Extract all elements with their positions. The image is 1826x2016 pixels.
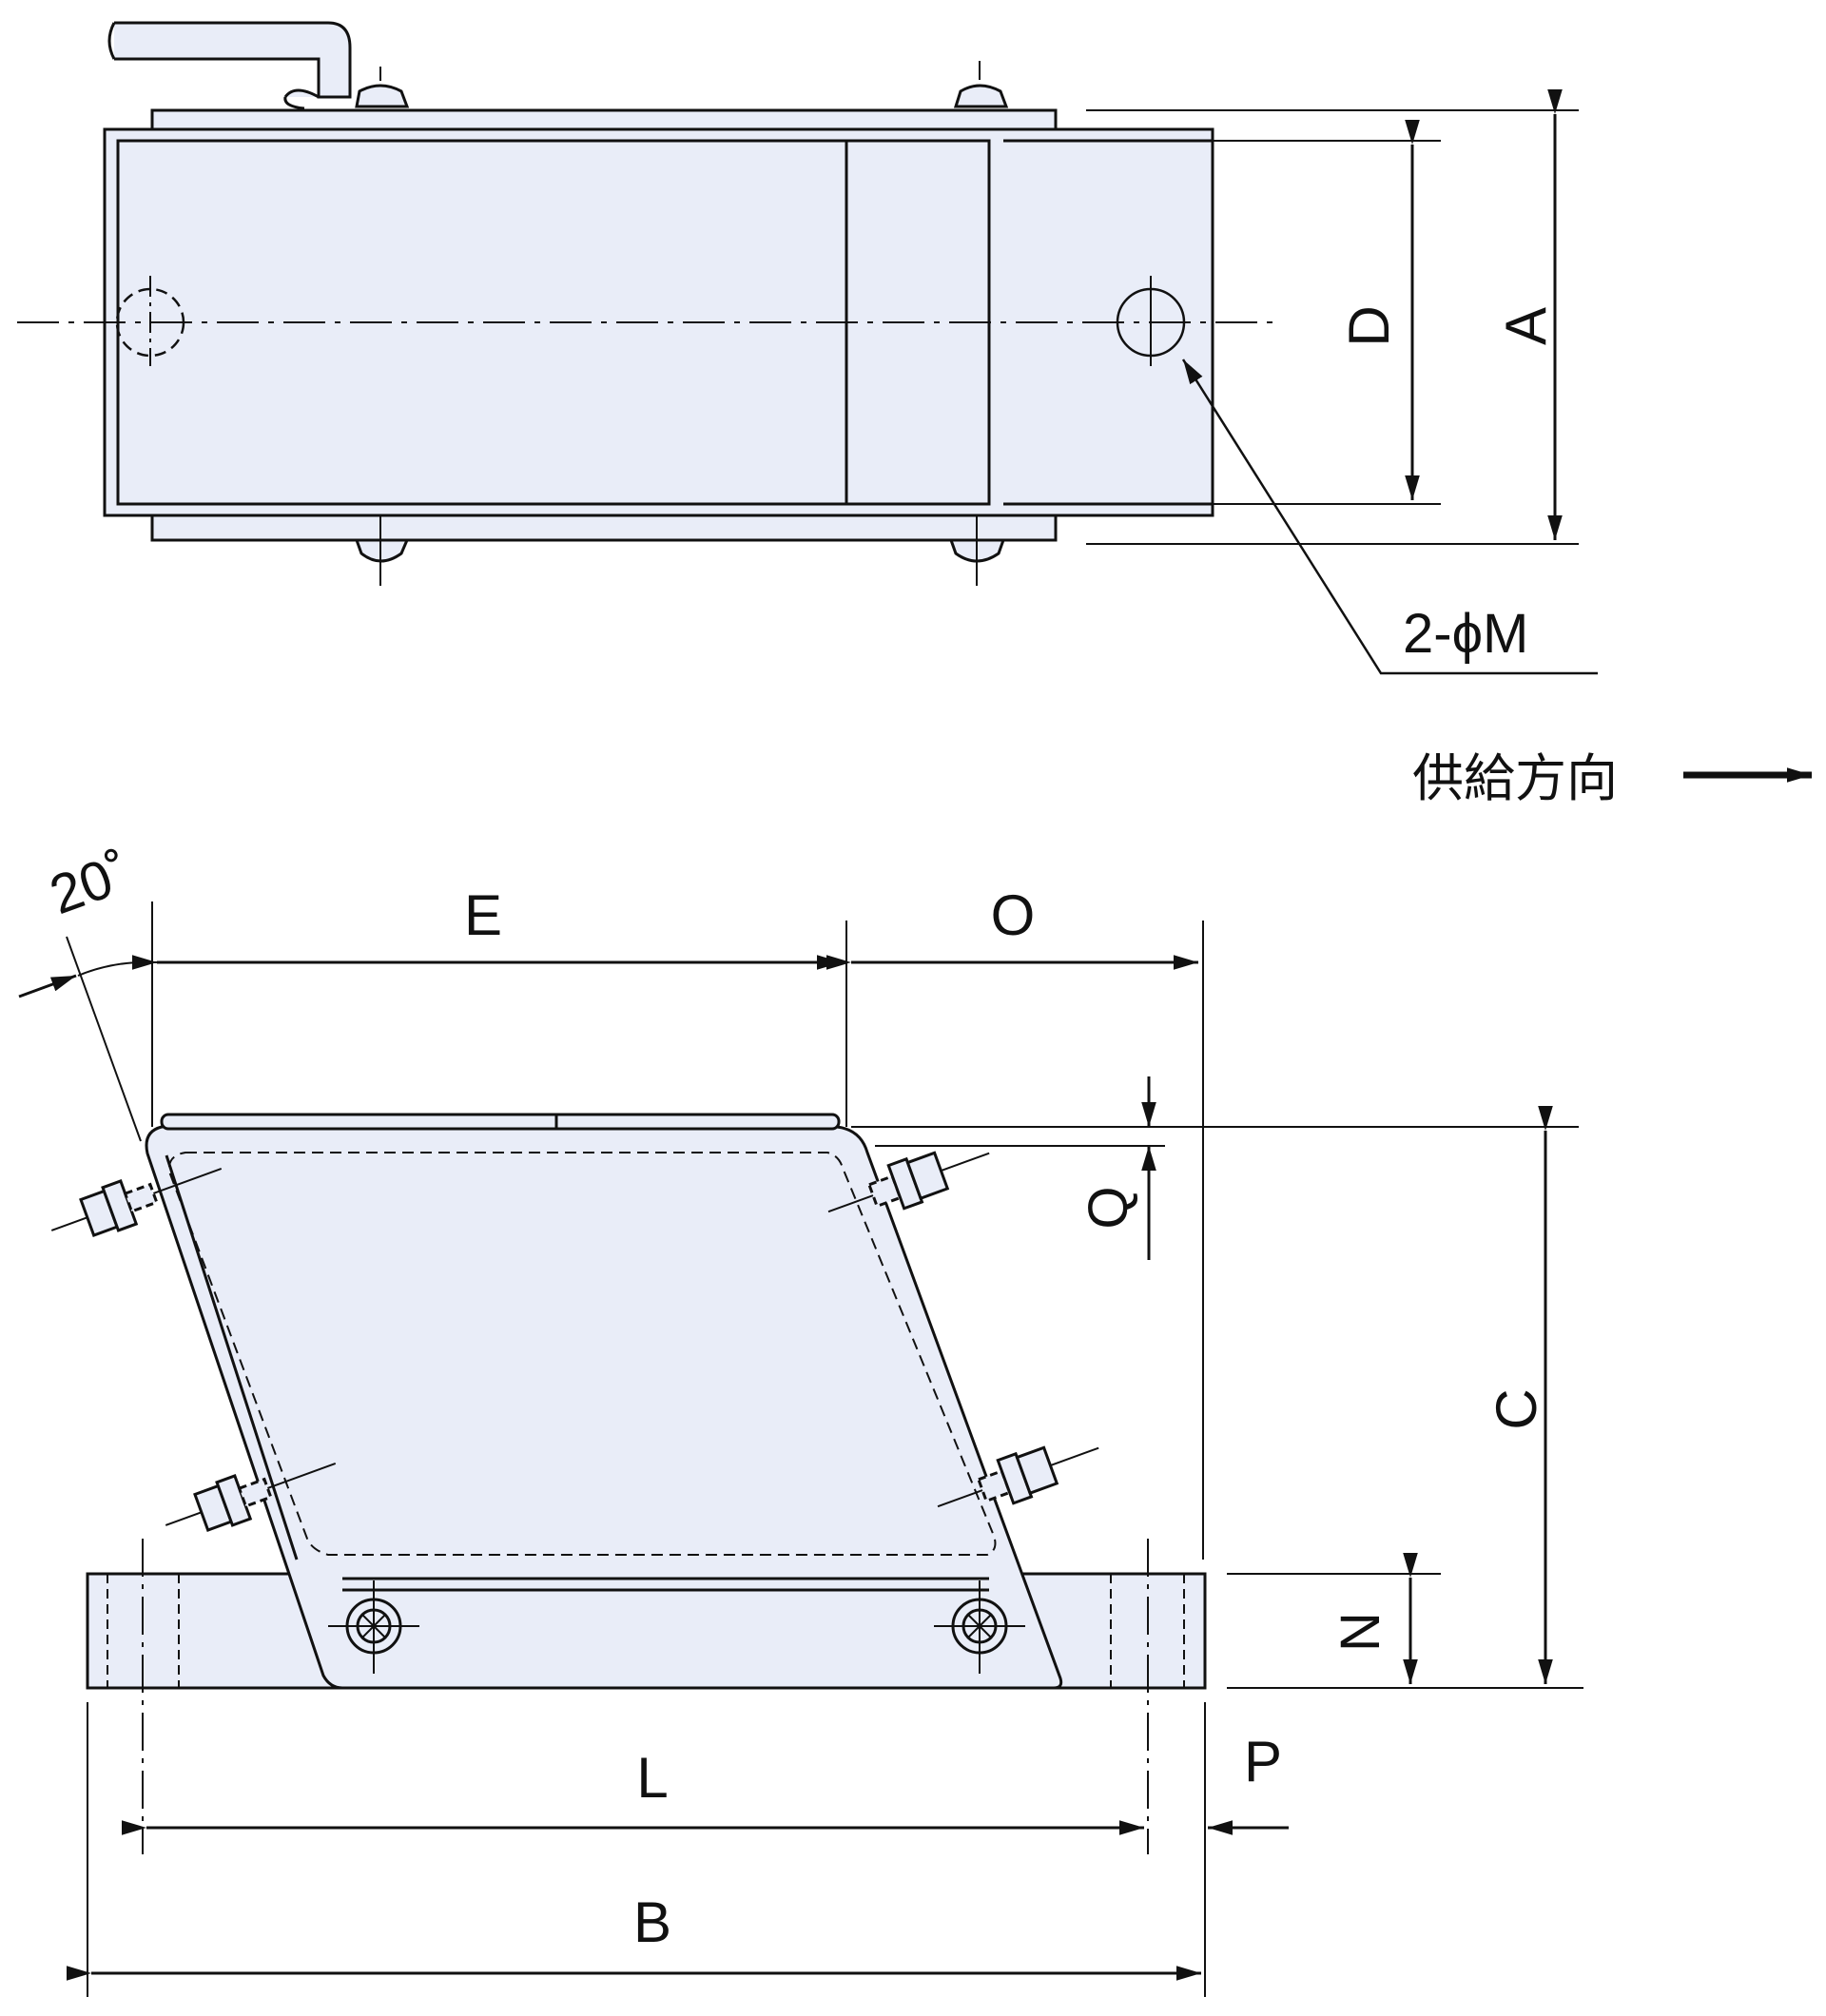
cable [114,21,352,99]
inclined-body [145,1125,1063,1690]
lower-rail [150,514,1058,542]
label-C: C [1485,1388,1548,1429]
label-L: L [636,1746,668,1810]
bolt-left-lower [165,1463,337,1532]
bolt-left-upper [50,1168,223,1237]
label-N: N [1330,1612,1391,1652]
bolt-right-upper [827,1151,990,1213]
label-Q: Q [1078,1186,1139,1229]
label-E: E [464,883,502,947]
label-D: D [1337,305,1401,346]
angle-arc [77,960,158,977]
side-view-dimensions [18,901,1583,1997]
feed-direction-label: 供給方向 [1412,748,1618,808]
label-B: B [633,1890,671,1954]
label-angle: 20˚ [42,841,138,926]
top-view-dimensions [1008,89,1598,675]
anchor-hole-left [328,1580,419,1674]
anchor-hole-right [934,1580,1025,1674]
leader-M [1181,359,1598,675]
label-A: A [1494,307,1558,345]
label-M: 2-ϕM [1403,603,1528,665]
label-O: O [991,883,1036,947]
top-view [17,21,1279,586]
upper-rail [150,108,1058,131]
side-view [50,1113,1207,1854]
bolt-head-top-right [953,84,1009,108]
body-hidden-outline [167,1152,997,1556]
label-P: P [1244,1730,1282,1793]
top-strip [160,1113,841,1131]
bolt-head-bottom-left [354,538,410,563]
bolt-head-top-left [355,84,410,108]
